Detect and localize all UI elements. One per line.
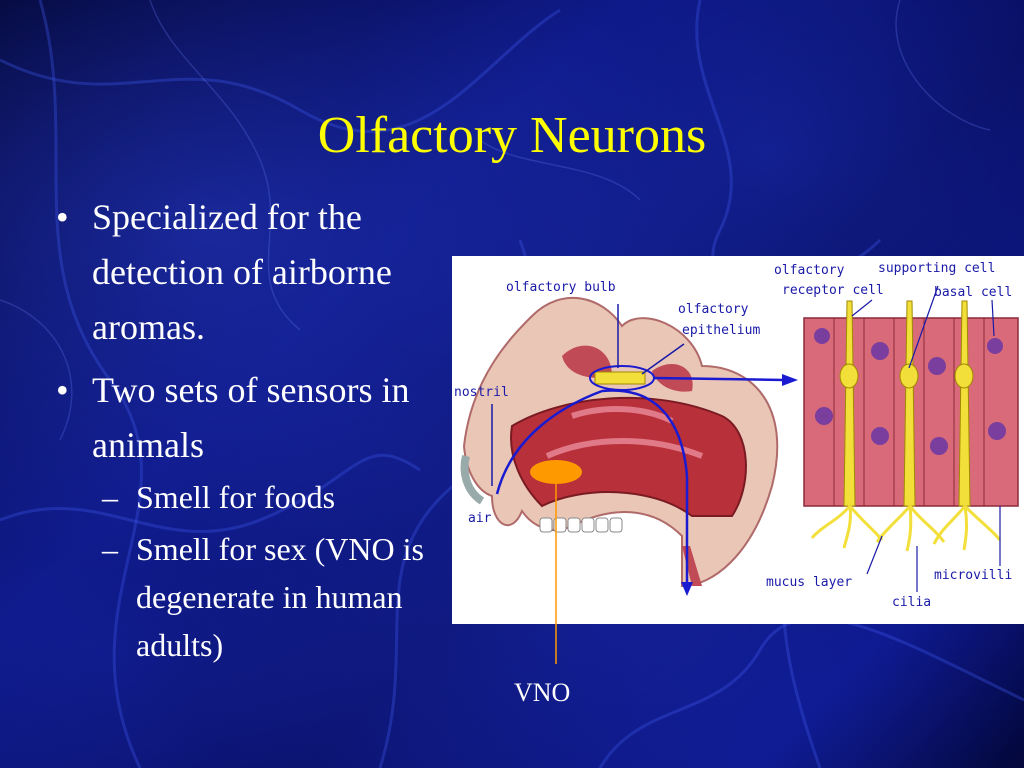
bullet-list: • Specialized for the detection of airbo…: [56, 190, 446, 669]
sub-bullet-item: – Smell for foods: [102, 473, 446, 521]
cilia-strands: [810, 504, 1002, 552]
teeth: [539, 517, 623, 533]
supporting-cell-pointer: [908, 285, 939, 369]
sub-bullet-item: – Smell for sex (VNO is degenerate in hu…: [102, 525, 446, 669]
airflow-arrow: [601, 389, 689, 588]
label-air: air: [468, 511, 492, 526]
cell-nuclei: [814, 328, 1006, 455]
vno-label: VNO: [514, 678, 571, 707]
arrow-head: [681, 582, 693, 596]
olfactory-diagram-svg: olfactory bulb olfactory epithelium nost…: [454, 261, 1019, 610]
bullet-marker: •: [56, 370, 69, 410]
epithelium-closeup: [803, 300, 1019, 552]
label-olfactory-receptor: receptor cell: [782, 283, 884, 298]
label-basal-cell: basal cell: [934, 285, 1012, 300]
bullet-text: Specialized for the detection of airborn…: [92, 197, 392, 347]
olfactory-bulb-shape: [594, 371, 646, 385]
sub-bullet-text: Smell for foods: [136, 479, 336, 515]
slide-title: Olfactory Neurons: [317, 107, 707, 164]
nostril-opening: [460, 454, 485, 505]
label-mucus-layer: mucus layer: [766, 575, 852, 590]
vno-marker: [530, 460, 582, 484]
bullet-text: Two sets of sensors in animals: [92, 370, 410, 465]
bullet-item: • Two sets of sensors in animals: [56, 363, 446, 473]
arrow-head: [782, 374, 798, 386]
receptor-cell-pointer: [851, 299, 873, 317]
turbinate: [571, 406, 674, 424]
label-microvilli: microvilli: [934, 568, 1012, 583]
zoom-arrow: [653, 376, 785, 382]
epithelium-pointer: [641, 343, 685, 375]
mucus-pointer: [866, 535, 883, 575]
label-olfactory-receptor: olfactory: [774, 263, 845, 278]
bullet-marker: •: [56, 197, 69, 237]
olfactory-diagram: olfactory bulb olfactory epithelium nost…: [452, 256, 1024, 624]
turbinate: [545, 438, 704, 459]
label-olfactory-epithelium: epithelium: [682, 323, 760, 338]
sub-bullet-marker: –: [102, 479, 118, 515]
basal-cell-pointer: [991, 299, 995, 337]
bullet-item: • Specialized for the detection of airbo…: [56, 190, 446, 355]
label-olfactory-bulb: olfactory bulb: [506, 280, 616, 295]
sub-bullet-marker: –: [102, 531, 118, 567]
label-cilia: cilia: [892, 595, 931, 610]
airflow-arrow: [495, 389, 603, 495]
sub-bullet-text: Smell for sex (VNO is degenerate in huma…: [136, 531, 424, 663]
receptor-neurons: [839, 300, 974, 507]
label-olfactory-epithelium: olfactory: [678, 302, 749, 317]
label-nostril: nostril: [454, 385, 509, 400]
label-supporting-cell: supporting cell: [878, 261, 995, 276]
